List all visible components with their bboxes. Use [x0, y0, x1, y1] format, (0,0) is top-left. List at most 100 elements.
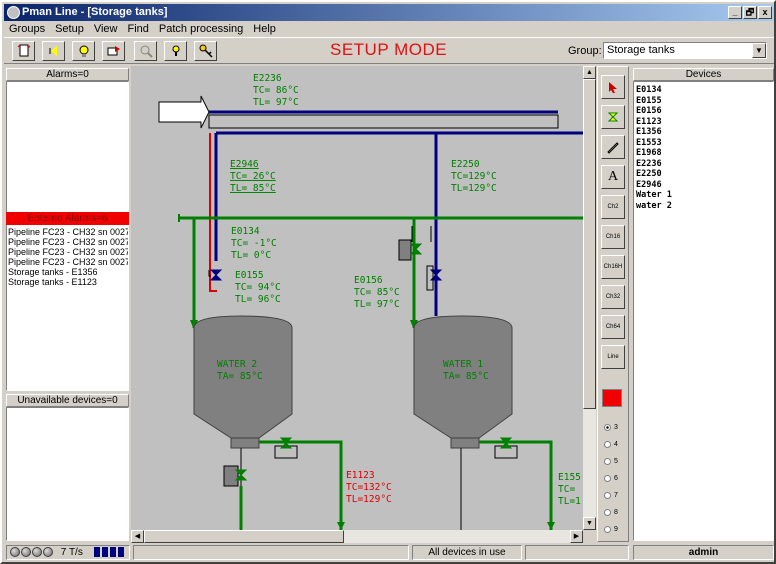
title-bar: Pman Line - [Storage tanks] _ 🗗 x: [4, 4, 774, 21]
header-duct[interactable]: [208, 114, 559, 129]
ch2-button[interactable]: Ch2: [601, 195, 625, 219]
maximize-button[interactable]: 🗗: [743, 6, 757, 19]
device-item[interactable]: E2946: [636, 179, 662, 190]
status-led-icon: [43, 547, 53, 558]
alarm-item[interactable]: Pipeline FC23 - CH32 sn 00276 c: [8, 257, 128, 267]
menu-setup[interactable]: Setup: [55, 23, 84, 35]
valve-tool-button[interactable]: [601, 105, 625, 129]
close-button[interactable]: x: [758, 6, 772, 19]
vertical-scrollbar[interactable]: ▲ ▼: [583, 66, 596, 530]
alarm-item[interactable]: Pipeline FC23 - CH32 sn 00275 c: [8, 237, 128, 247]
menu-help[interactable]: Help: [253, 23, 276, 35]
status-user: admin: [633, 545, 774, 560]
new-page-button[interactable]: [12, 41, 35, 61]
device-item[interactable]: E2236: [636, 158, 662, 169]
e2236-tl: TL= 97°C: [253, 97, 299, 108]
valve-outlet-right[interactable]: [494, 437, 518, 459]
back-button[interactable]: [42, 41, 65, 61]
alarm-item[interactable]: Storage tanks - E1123: [8, 277, 97, 287]
tank2-name: WATER 2: [217, 359, 257, 370]
pen-tool-button[interactable]: [601, 135, 625, 159]
outlet-pipe-right[interactable]: [479, 440, 553, 530]
device-item[interactable]: E1356: [636, 127, 662, 137]
key-button[interactable]: [194, 41, 217, 61]
device-item[interactable]: E1123: [636, 116, 662, 127]
e0156-tc: TC= 85°C: [354, 287, 400, 298]
radio-5[interactable]: 5: [604, 458, 618, 465]
tank1-name: WATER 1: [443, 359, 483, 370]
radio-8[interactable]: 8: [604, 509, 618, 516]
radio-4[interactable]: 4: [604, 441, 618, 448]
outlet-pipe-left[interactable]: [259, 440, 343, 530]
valve-lower-left[interactable]: [223, 465, 248, 530]
menu-view[interactable]: View: [93, 23, 118, 35]
status-bar: 7 T/s All devices in use admin: [4, 543, 774, 562]
valve-icon: [607, 112, 619, 122]
ch64-button[interactable]: Ch64: [601, 315, 625, 339]
device-item[interactable]: water 2: [636, 200, 672, 211]
zoom-button[interactable]: [134, 41, 157, 61]
red-pipe-left[interactable]: [209, 133, 217, 292]
device-item[interactable]: E0134: [636, 85, 662, 95]
e2946-tl: TL= 85°C: [230, 183, 276, 194]
scroll-thumb-horizontal[interactable]: [144, 530, 344, 543]
scroll-right-button[interactable]: ▶: [570, 530, 583, 543]
valve-e0155[interactable]: [208, 269, 223, 281]
line-button[interactable]: Line: [601, 345, 625, 369]
tank-water-1[interactable]: [413, 315, 513, 449]
window-title: Pman Line - [Storage tanks]: [22, 6, 168, 18]
valve-e0134[interactable]: [398, 239, 423, 261]
radio-7[interactable]: 7: [604, 492, 618, 499]
diagram-canvas[interactable]: E2236 TC= 86°C TL= 97°C E2946 TC= 26°C T…: [131, 66, 583, 530]
alarms-panel[interactable]: [6, 81, 129, 391]
e0134-tl: TL= 0°C: [231, 250, 271, 261]
valve-outlet-left[interactable]: [274, 437, 298, 459]
device-item[interactable]: Water 1: [636, 190, 672, 200]
pointer-tool-button[interactable]: [601, 75, 625, 99]
e1123-tl: TL=129°C: [346, 494, 392, 505]
device-item[interactable]: E1553: [636, 137, 662, 148]
scroll-thumb-vertical[interactable]: [583, 79, 596, 409]
ch16-button[interactable]: Ch16: [601, 225, 625, 249]
minimize-button[interactable]: _: [728, 6, 742, 19]
group-select[interactable]: Storage tanks ▼: [603, 42, 767, 59]
device-item[interactable]: E0155: [636, 95, 662, 106]
device-button[interactable]: [102, 41, 125, 61]
scroll-up-button[interactable]: ▲: [583, 66, 596, 79]
radio-6[interactable]: 6: [604, 475, 618, 482]
chevron-down-icon[interactable]: ▼: [752, 43, 766, 58]
menu-groups[interactable]: Groups: [9, 23, 46, 35]
radio-9[interactable]: 9: [604, 526, 618, 533]
device-item[interactable]: E2250: [636, 169, 662, 179]
menu-find[interactable]: Find: [127, 23, 149, 35]
e2250-tl: TL=129°C: [451, 183, 497, 194]
unavailable-panel[interactable]: [6, 407, 129, 541]
e155x-tl: TL=1: [558, 496, 581, 507]
menu-patch-processing[interactable]: Patch processing: [158, 23, 244, 35]
e2236-tc: TC= 86°C: [253, 85, 299, 96]
device-item[interactable]: E0156: [636, 106, 662, 116]
ch16h-button[interactable]: Ch16H: [601, 255, 625, 279]
inlet-arrow[interactable]: [158, 95, 210, 129]
text-tool-button[interactable]: A: [601, 165, 625, 189]
radio-3[interactable]: 3: [604, 424, 618, 431]
color-swatch[interactable]: [602, 389, 622, 407]
scroll-left-button[interactable]: ◀: [131, 530, 144, 543]
alarm-item[interactable]: Pipeline FC23 - CH32 sn 00276 c: [8, 247, 128, 257]
hint-button[interactable]: [164, 41, 187, 61]
ch32-button[interactable]: Ch32: [601, 285, 625, 309]
alarm-item[interactable]: Pipeline FC23 - CH32 sn 00275 c: [8, 227, 128, 237]
menu-bar: Groups Setup View Find Patch processing …: [4, 21, 774, 37]
tank-water-2[interactable]: [193, 315, 293, 449]
device-item[interactable]: E1968: [636, 148, 662, 158]
horizontal-scrollbar[interactable]: ◀ ▶: [131, 530, 583, 543]
speaker-back-icon: [49, 46, 57, 56]
light-button[interactable]: [72, 41, 95, 61]
alarm-item[interactable]: Storage tanks - E1356: [8, 267, 98, 277]
devices-list[interactable]: E0134 E0155 E0156 E1123 E1356 E1553 E196…: [633, 81, 774, 541]
group-label: Group:: [568, 45, 602, 57]
scroll-down-button[interactable]: ▼: [583, 517, 596, 530]
alarms-header: Alarms=0: [6, 68, 129, 81]
valve-e0156[interactable]: [426, 265, 443, 291]
pen-icon: [607, 142, 619, 154]
